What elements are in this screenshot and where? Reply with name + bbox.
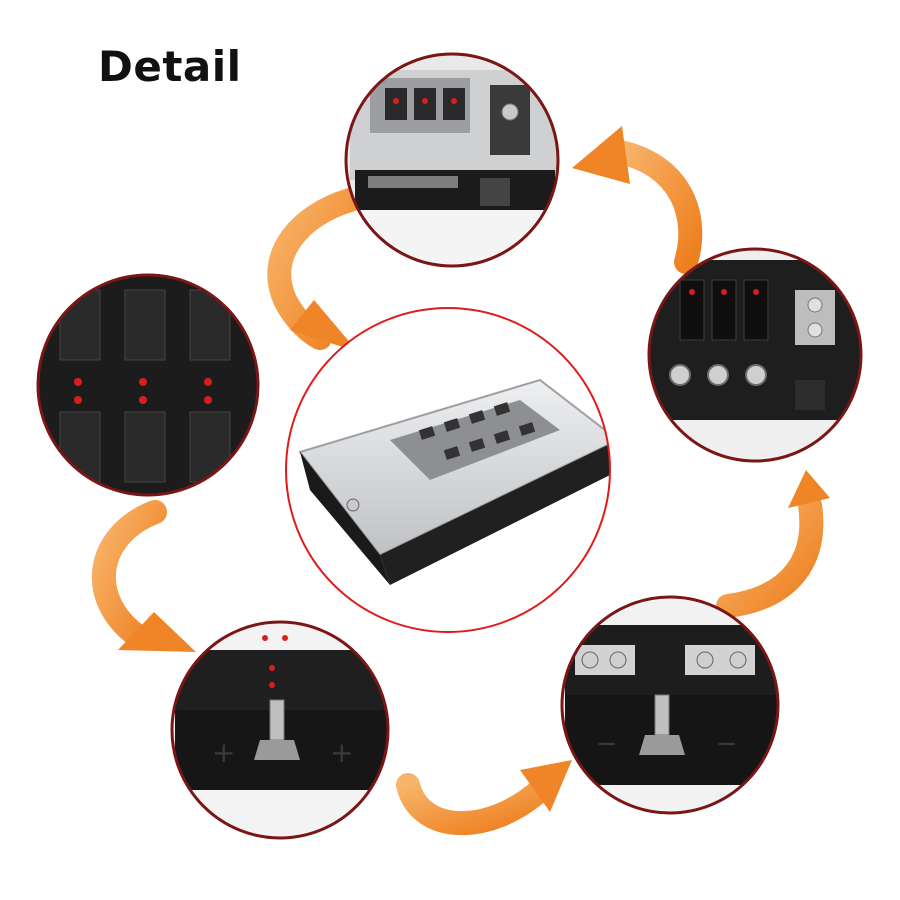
fuse-box bbox=[298, 378, 610, 585]
svg-text:−: − bbox=[596, 729, 618, 759]
screw-terminals bbox=[669, 364, 767, 386]
led-indicators bbox=[74, 378, 212, 404]
svg-text:−: − bbox=[716, 729, 738, 759]
fuse-sockets bbox=[59, 289, 231, 483]
fuse-slots bbox=[385, 88, 465, 120]
detail-circle-bottom-right: − − bbox=[560, 595, 780, 815]
arrow-top-right bbox=[572, 126, 703, 274]
detail-circle-bottom-left: + + bbox=[170, 620, 390, 840]
arrow-right-bottom bbox=[716, 470, 830, 618]
page-title: Detail bbox=[98, 42, 242, 91]
detail-circle-right bbox=[647, 247, 863, 463]
detail-circle-top bbox=[344, 52, 560, 268]
svg-text:+: + bbox=[212, 736, 235, 769]
arrow-top-left bbox=[267, 188, 362, 352]
fuse-slot-row bbox=[418, 402, 536, 460]
svg-text:+: + bbox=[330, 736, 353, 769]
detail-circle-left bbox=[36, 273, 260, 497]
detail-circle-center bbox=[285, 307, 611, 633]
arrow-bottom bbox=[396, 760, 572, 836]
arrow-left-bottom bbox=[91, 500, 196, 652]
